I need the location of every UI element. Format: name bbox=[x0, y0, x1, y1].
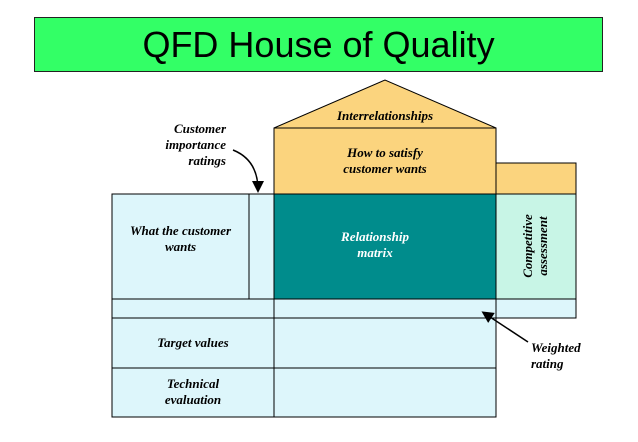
how-to-satisfy-line-1: How to satisfy bbox=[347, 145, 423, 160]
relationship-matrix-line-1: Relationship bbox=[341, 229, 409, 244]
customer-importance-line-2: importance bbox=[165, 137, 226, 152]
technical-evaluation-label: Technical evaluation bbox=[114, 376, 272, 408]
what-customer-wants-label: What the customer wants bbox=[114, 223, 247, 255]
weighted-rating-line-1: Weighted bbox=[531, 340, 581, 355]
interrelationships-label: Interrelationships bbox=[336, 108, 434, 123]
target-values-label-box bbox=[111, 317, 275, 369]
competitive-assessment-label: Competitive assessment bbox=[520, 201, 552, 291]
page-title: QFD House of Quality bbox=[142, 23, 495, 65]
customer-importance-line-3: ratings bbox=[188, 153, 226, 168]
technical-evaluation-box bbox=[273, 367, 497, 418]
thin-row-middle bbox=[273, 298, 497, 319]
importance-ratings-column bbox=[248, 193, 275, 300]
title-banner: QFD House of Quality bbox=[34, 17, 603, 72]
target-values-box bbox=[273, 317, 497, 369]
importance-arrow bbox=[232, 149, 264, 193]
thin-row-left bbox=[111, 298, 275, 319]
customer-importance-line-1: Customer bbox=[173, 121, 226, 136]
weighted-rating-arrow bbox=[481, 311, 529, 343]
customer-importance-label: Customer importance ratings bbox=[130, 121, 226, 169]
relationship-matrix-box bbox=[273, 193, 497, 300]
technical-evaluation-line-2: evaluation bbox=[164, 392, 222, 407]
competitive-assessment-box bbox=[495, 193, 577, 300]
competitive-assessment-line-1: Competitive bbox=[520, 214, 535, 278]
thin-row-right bbox=[495, 298, 577, 319]
relationship-matrix-label: Relationship matrix bbox=[290, 229, 460, 261]
customer-wants-box bbox=[111, 193, 250, 300]
weighted-rating-label: Weighted rating bbox=[531, 340, 611, 372]
target-values-label: Target values bbox=[157, 335, 229, 350]
what-customer-wants-line-1: What the customer bbox=[129, 223, 232, 238]
how-to-satisfy-label: How to satisfy customer wants bbox=[284, 145, 486, 177]
how-to-satisfy-line-2: customer wants bbox=[343, 161, 427, 176]
competitive-assessment-line-2: assessment bbox=[535, 216, 550, 276]
technical-evaluation-label-box bbox=[111, 367, 275, 418]
what-customer-wants-line-2: wants bbox=[164, 239, 197, 254]
technical-evaluation-line-1: Technical bbox=[166, 376, 220, 391]
relationship-matrix-line-2: matrix bbox=[357, 245, 393, 260]
competitive-header-box bbox=[495, 162, 577, 195]
weighted-rating-line-2: rating bbox=[531, 356, 564, 371]
